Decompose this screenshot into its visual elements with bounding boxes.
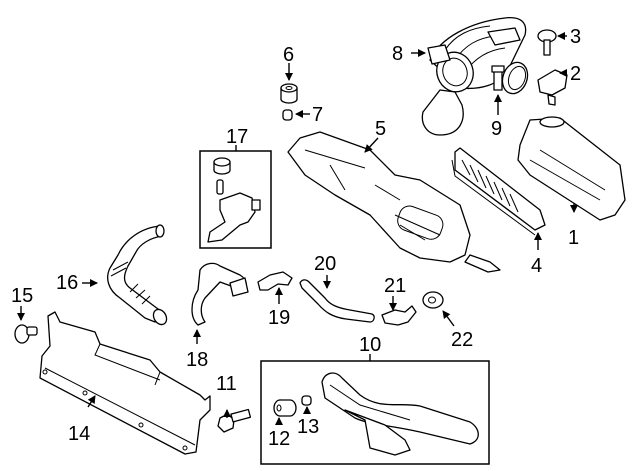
- callout-11[interactable]: 11: [216, 373, 237, 395]
- callout-2[interactable]: 2: [570, 63, 581, 85]
- callout-12[interactable]: 12: [268, 428, 290, 450]
- part-3-screw[interactable]: [537, 29, 557, 56]
- part-7-sleeve[interactable]: [282, 109, 293, 121]
- part-9-clamp[interactable]: [491, 59, 532, 97]
- callout-19[interactable]: 19: [268, 307, 290, 329]
- callout-1[interactable]: 1: [568, 227, 579, 249]
- part-19-elbow[interactable]: [257, 271, 293, 291]
- callout-8[interactable]: 8: [392, 43, 403, 65]
- callout-15[interactable]: 15: [11, 285, 33, 307]
- callout-17[interactable]: 17: [226, 126, 248, 148]
- callout-7[interactable]: 7: [312, 104, 323, 126]
- callout-labels: 1 2 3 4 5 6 7 8 9 10 11 12 13 14 15 16 1…: [11, 26, 581, 450]
- part-4-air-filter[interactable]: [451, 147, 546, 236]
- part-20-hose[interactable]: [299, 279, 375, 323]
- part-22-grommet[interactable]: [422, 291, 444, 309]
- callout-18[interactable]: 18: [186, 349, 208, 371]
- part-8-intake-duct[interactable]: [421, 16, 527, 136]
- callout-10[interactable]: 10: [359, 334, 381, 356]
- part-2-sensor[interactable]: [537, 69, 568, 106]
- part-16-hose[interactable]: [107, 224, 170, 327]
- leader-22: [442, 310, 455, 327]
- callout-leaders: [17, 32, 578, 425]
- callout-9[interactable]: 9: [491, 118, 502, 140]
- callout-20[interactable]: 20: [314, 253, 336, 275]
- group-17-box: [199, 145, 272, 249]
- part-1-air-box-upper[interactable]: [517, 116, 626, 221]
- callout-14[interactable]: 14: [68, 423, 90, 445]
- leader-14: [87, 395, 96, 408]
- part-18-hose[interactable]: [191, 262, 249, 326]
- callout-3[interactable]: 3: [570, 26, 581, 48]
- part-14-bracket[interactable]: [39, 311, 211, 455]
- callout-21[interactable]: 21: [384, 275, 406, 297]
- part-6-grommet[interactable]: [280, 83, 298, 104]
- callout-13[interactable]: 13: [297, 416, 319, 438]
- callout-16[interactable]: 16: [56, 272, 78, 294]
- part-21-elbow[interactable]: [381, 305, 417, 326]
- group-10-box: [260, 354, 490, 465]
- part-11-bolt[interactable]: [217, 408, 252, 433]
- leader-5: [364, 137, 379, 153]
- callout-4[interactable]: 4: [531, 255, 542, 277]
- callout-22[interactable]: 22: [451, 329, 473, 351]
- callout-5[interactable]: 5: [375, 118, 386, 140]
- callout-6[interactable]: 6: [283, 44, 294, 66]
- part-5-air-box-lower[interactable]: [287, 131, 501, 273]
- part-15-bolt[interactable]: [14, 324, 38, 344]
